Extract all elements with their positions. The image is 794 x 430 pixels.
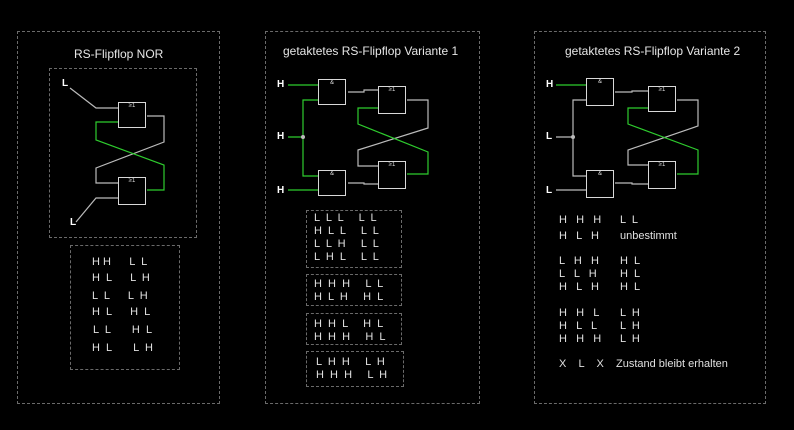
nor-gate-top: ≥1 xyxy=(648,86,676,112)
tt3-out: L H xyxy=(620,307,640,319)
nor-gate-top: ≥1 xyxy=(118,102,146,128)
tt3-out: H L xyxy=(620,255,641,267)
tt3-out: H L xyxy=(620,268,641,280)
tt2-row: H H L H L xyxy=(314,318,384,330)
tt2-row: L H L L L xyxy=(314,251,379,263)
tt2-row: L H H L H xyxy=(316,356,385,368)
nor-gate-bottom: ≥1 xyxy=(118,177,146,205)
and-gate-bottom: & xyxy=(318,170,346,196)
signal-r-input: L xyxy=(546,185,553,196)
tt3-bits: L L H xyxy=(559,268,597,280)
tt3-out: L L xyxy=(620,214,638,226)
tt2-row: H L H H L xyxy=(314,291,384,303)
circuit-box-nor xyxy=(49,68,197,238)
gate-label: ≥1 xyxy=(128,103,136,109)
panel-title-nor: RS-Flipflop NOR xyxy=(74,47,164,61)
tt3-out: L H xyxy=(620,320,640,332)
gate-label: & xyxy=(597,171,602,177)
tt3-bits: H H H xyxy=(559,333,602,345)
signal-clock-input: H xyxy=(277,131,285,142)
gate-label: ≥1 xyxy=(128,178,136,184)
gate-label: ≥1 xyxy=(658,87,666,93)
tt1-row: L L L H xyxy=(92,290,148,302)
truth-table-group xyxy=(306,313,402,345)
nor-gate-top: ≥1 xyxy=(378,86,406,114)
tt2-row: H H H L H xyxy=(316,369,388,381)
and-gate-top: & xyxy=(586,78,614,106)
tt1-row: H L L H xyxy=(92,342,153,354)
tt2-row: H L L L L xyxy=(314,225,379,237)
tt3-bits: L H H xyxy=(559,255,599,267)
tt1-row: H L H L xyxy=(92,306,151,318)
signal-s-input: L xyxy=(62,78,69,89)
gate-label: & xyxy=(329,171,334,177)
tt3-out: L H xyxy=(620,333,640,345)
and-gate-top: & xyxy=(318,79,346,105)
tt2-row: H H H L L xyxy=(314,278,384,290)
tt3-bits: X L X xyxy=(559,358,604,370)
gate-label: ≥1 xyxy=(388,162,396,168)
tt1-row: H H L L xyxy=(92,256,148,268)
tt3-out: Zustand bleibt erhalten xyxy=(616,358,728,370)
tt3-out: H L xyxy=(620,281,641,293)
tt3-bits: H L H xyxy=(559,281,599,293)
nor-gate-bottom: ≥1 xyxy=(648,161,676,189)
nor-gate-bottom: ≥1 xyxy=(378,161,406,189)
tt3-bits: H H L xyxy=(559,307,600,319)
signal-clock-input: L xyxy=(546,131,553,142)
panel-variante-2 xyxy=(534,31,766,404)
truth-table-group xyxy=(306,351,404,387)
gate-label: ≥1 xyxy=(658,162,666,168)
panel-title-variante-2: getaktetes RS-Flipflop Variante 2 xyxy=(565,44,741,58)
truth-table-group xyxy=(306,210,402,268)
tt3-bits: H L L xyxy=(559,320,598,332)
tt1-row: H L L H xyxy=(92,272,150,284)
tt3-bits: H L H xyxy=(559,230,599,242)
signal-s-input: H xyxy=(277,79,285,90)
and-gate-bottom: & xyxy=(586,170,614,198)
tt2-row: L L L L L xyxy=(314,212,377,224)
tt3-out: unbestimmt xyxy=(620,230,677,242)
gate-label: & xyxy=(597,79,602,85)
tt2-row: H H H H L xyxy=(314,331,386,343)
panel-nor xyxy=(17,31,220,404)
tt3-bits: H H H xyxy=(559,214,602,226)
gate-label: & xyxy=(329,80,334,86)
panel-title-variante-1: getaktetes RS-Flipflop Variante 1 xyxy=(283,44,459,58)
gate-label: ≥1 xyxy=(388,87,396,93)
signal-s-input: H xyxy=(546,79,554,90)
tt1-row: L L H L xyxy=(93,324,153,336)
truth-table-nor xyxy=(70,245,180,370)
tt2-row: L L H L L xyxy=(314,238,379,250)
panel-variante-1 xyxy=(265,31,480,404)
signal-r-input: H xyxy=(277,185,285,196)
signal-r-input: L xyxy=(70,217,77,228)
truth-table-group xyxy=(306,274,402,306)
